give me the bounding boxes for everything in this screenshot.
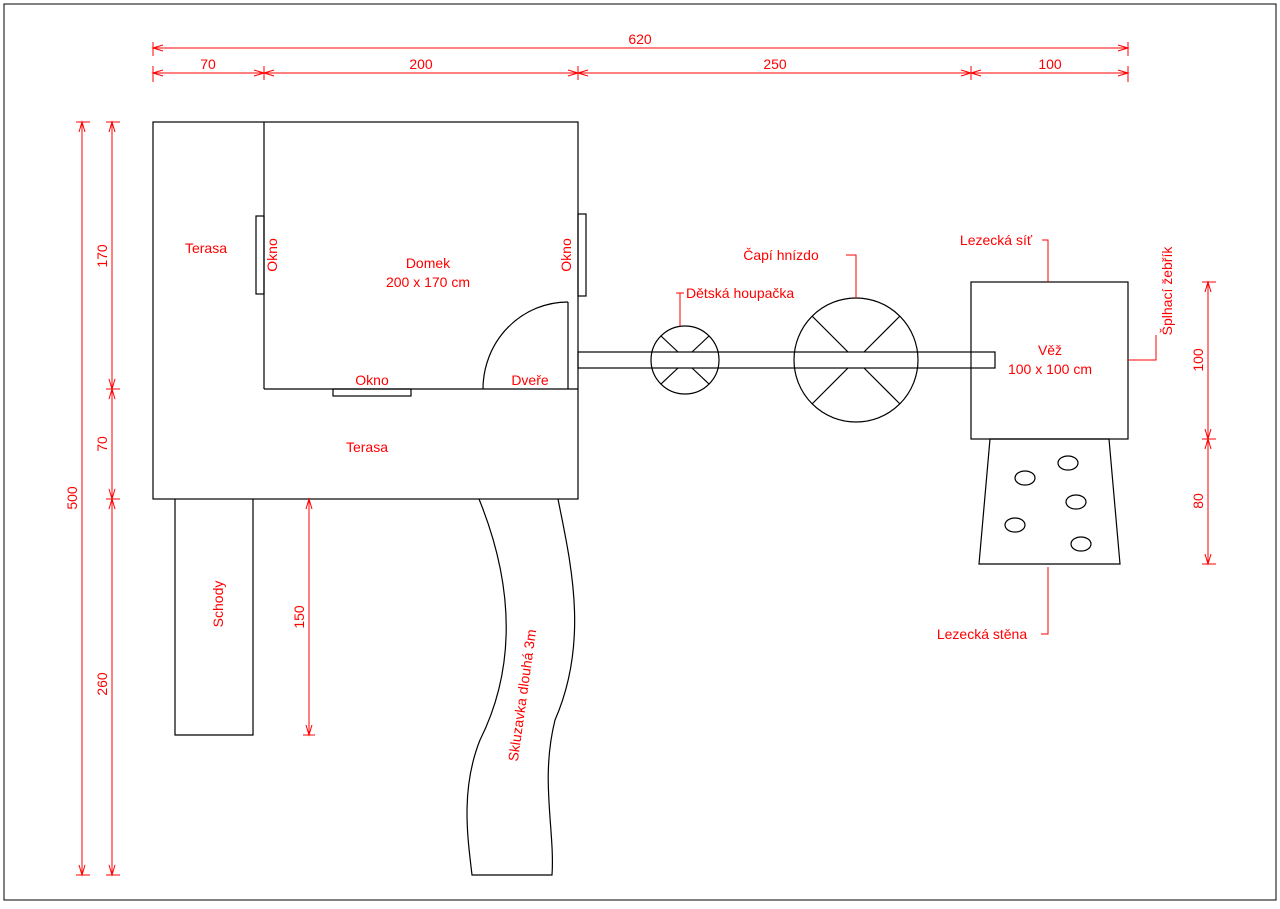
dim-arrow [1204,280,1212,293]
dim-arrow [108,120,116,133]
dim-left-seg3: 260 [94,672,110,696]
window-left [255,215,265,295]
label-okno-left: Okno [264,238,280,272]
label-vez-name: Věž [1038,342,1062,358]
climbing-hold [1057,455,1079,471]
dim-arrow [1117,44,1130,52]
dim-arrow [108,497,116,510]
label-domek-name: Domek [406,255,451,271]
dimension-lines [76,42,1216,877]
label-skluzavka: Skluzavka dlouhá 3m [505,628,539,762]
door-swing [482,301,569,390]
label-okno-bottom: Okno [355,372,389,388]
label-dvere: Dveře [511,372,549,388]
label-terasa-lower: Terasa [346,439,388,455]
label-terasa-upper: Terasa [185,240,227,256]
label-capi-hnizdo: Čapí hnízdo [743,247,819,263]
leader-stena [1041,567,1049,635]
nest-spoke [811,367,849,405]
dim-top-seg4: 100 [1038,56,1062,72]
dim-left-total: 500 [64,486,80,510]
dim-top-total: 620 [628,31,652,47]
nest-spoke [811,315,849,353]
swing-spoke [691,367,710,385]
dim-arrow [305,724,313,737]
dim-left-seg2: 70 [94,436,110,452]
climbing-wall [978,438,1121,565]
geometry [152,121,1129,876]
swing-circle [650,325,720,395]
climbing-hold [1065,494,1087,510]
stairs-outline [174,499,254,736]
window-right [577,213,587,297]
dim-arrow [1117,69,1130,77]
dim-arrow [78,120,86,133]
label-lezecka-stena: Lezecká stěna [937,626,1027,642]
dim-arrow [1204,437,1212,450]
dim-arrow [969,69,982,77]
label-splhaci-zebrik: Šplhací žebřík [1159,246,1175,336]
window-bottom [332,388,412,397]
dim-left-seg1: 170 [94,244,110,268]
climbing-hold [1004,517,1026,533]
leader-zebrik [1128,335,1157,361]
dim-arrow [151,44,164,52]
climbing-hold [1070,536,1092,552]
nest-spoke [863,315,901,353]
leader-sit [1042,239,1049,282]
nest-spoke [863,367,901,405]
label-lezecka-sit: Lezecká síť [960,232,1033,248]
slide-outline [466,498,576,876]
swing-spoke [691,335,710,353]
dim-arrow [78,864,86,877]
dim-arrow [305,497,313,510]
dim-top-seg3: 250 [763,56,787,72]
dim-wall: 80 [1190,493,1206,509]
swing-spoke [660,367,679,385]
label-detska-houpacka: Dětská houpačka [686,285,794,301]
dim-stairs: 150 [291,605,307,629]
dim-arrow [262,69,275,77]
dim-arrow [108,864,116,877]
terrace-outline [152,121,579,500]
dim-arrow [151,69,164,77]
label-schody: Schody [210,581,226,628]
climbing-hold [1014,470,1036,486]
label-vez-size: 100 x 100 cm [1008,361,1092,377]
dim-tower: 100 [1190,348,1206,372]
leader-hnizdo [846,254,857,298]
dim-top-seg2: 200 [409,56,433,72]
dim-arrow [1204,553,1212,566]
label-okno-right: Okno [558,238,574,272]
dim-arrow [108,387,116,400]
dimension-texts: 620 70 200 250 100 500 170 70 260 150 10… [64,31,1206,696]
beam [577,351,996,369]
sheet-border [3,3,1277,901]
dim-arrow [576,69,589,77]
dim-top-seg1: 70 [200,56,216,72]
swing-spoke [660,335,679,353]
label-domek-size: 200 x 170 cm [386,274,470,290]
